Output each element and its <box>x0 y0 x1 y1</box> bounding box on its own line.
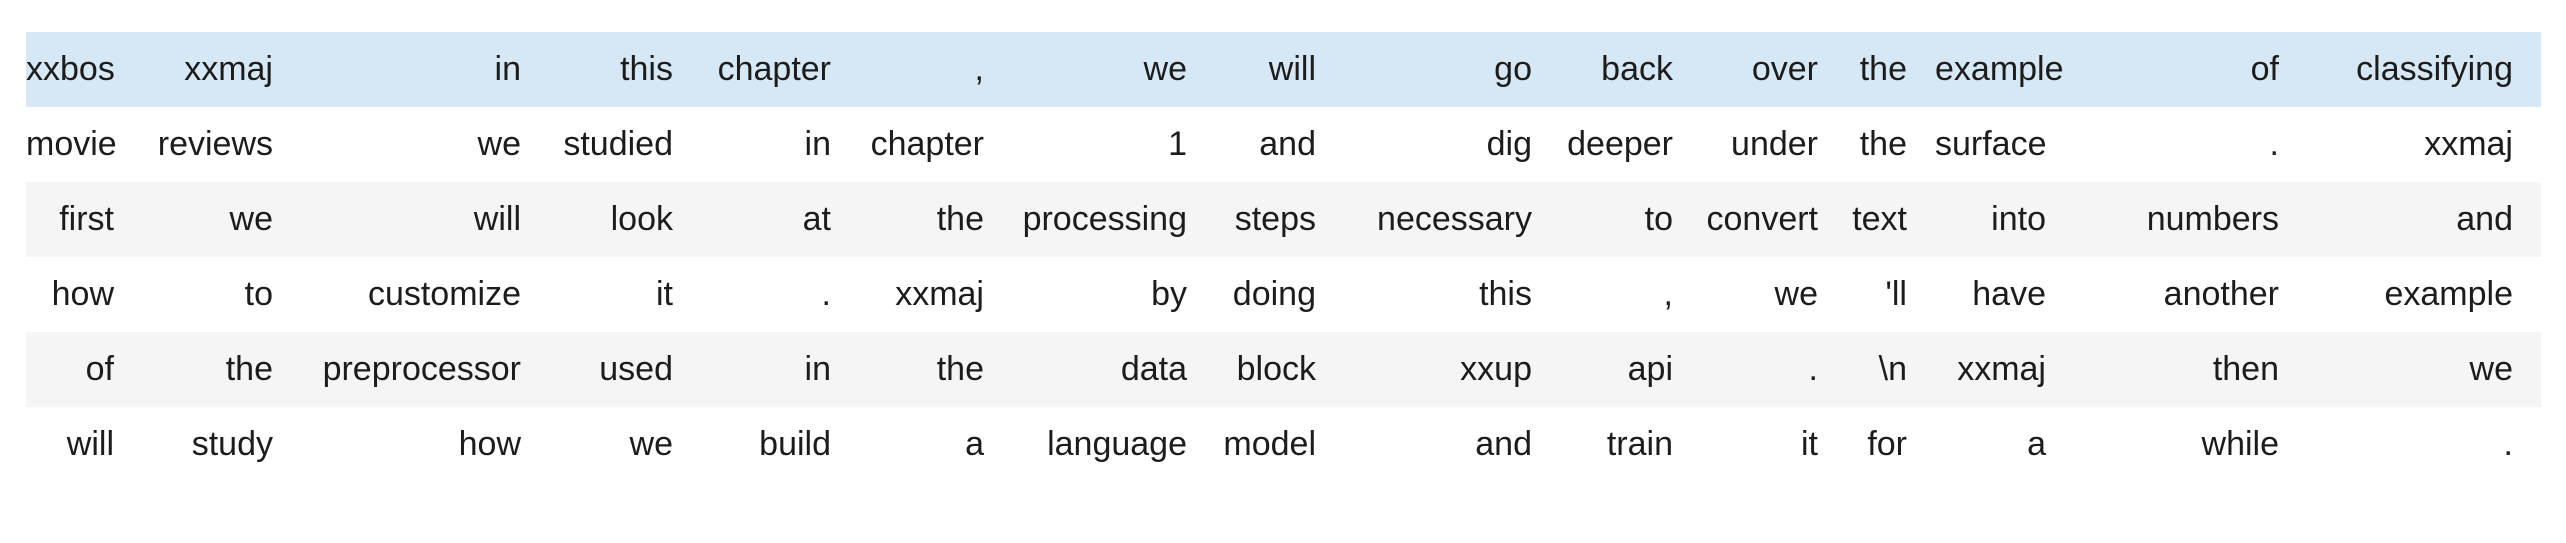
token-cell: we <box>477 125 521 163</box>
token-cell: xxmaj <box>1935 332 2074 407</box>
token-cell: language <box>1047 425 1187 463</box>
token-cell: block <box>1215 332 1344 407</box>
token-cell: data <box>1012 332 1215 407</box>
token-cell: will <box>66 425 114 463</box>
token-cell: chapter <box>701 32 859 107</box>
token-cell: 'll <box>1885 275 1907 313</box>
token-cell: . <box>821 275 831 313</box>
token-cell: will <box>1215 32 1344 107</box>
token-cell: in <box>301 32 549 107</box>
token-cell: example <box>1935 32 2074 107</box>
token-cell: , <box>859 32 1012 107</box>
token-cell: xxbos <box>26 32 142 107</box>
token-cell: the <box>142 332 301 407</box>
token-cell: api <box>1560 332 1701 407</box>
table-row: how to customize it. xxmaj by doing this, we 'll h… <box>26 257 2541 332</box>
token-cell: in <box>701 332 859 407</box>
token-cell: steps <box>1215 182 1344 257</box>
token-cell: used <box>549 332 701 407</box>
token-cell: look <box>549 182 701 257</box>
token-cell: convert <box>1701 182 1846 257</box>
token-cell: under <box>1731 125 1818 163</box>
token-cell: and <box>1475 425 1532 463</box>
token-cell: we <box>1774 275 1818 313</box>
token-cell: reviews <box>157 125 273 163</box>
token-cell: . <box>2269 125 2279 163</box>
token-cell: another <box>2163 275 2279 313</box>
token-cell: . <box>2503 425 2513 463</box>
token-cell: in <box>804 125 831 163</box>
token-cell: the <box>859 182 1012 257</box>
token-cell: 1 <box>1168 125 1187 163</box>
token-cell: numbers <box>2074 182 2307 257</box>
token-cell: how <box>51 275 114 313</box>
token-cell: at <box>701 182 859 257</box>
token-cell: processing <box>1012 182 1215 257</box>
table-row: will study how we build a language model and trai… <box>26 407 2541 482</box>
token-cell: deeper <box>1567 125 1673 163</box>
token-cell: classifying <box>2307 32 2541 107</box>
token-cell: of <box>2074 32 2307 107</box>
token-cell: xxup <box>1344 332 1560 407</box>
token-cell: xxmaj <box>2424 125 2513 163</box>
token-cell: go <box>1344 32 1560 107</box>
token-cell: this <box>1479 275 1532 313</box>
token-cell: preprocessor <box>301 332 549 407</box>
token-cell: for <box>1867 425 1907 463</box>
token-cell: xxmaj <box>142 32 301 107</box>
token-cell: while <box>2201 425 2279 463</box>
token-cell: and <box>1259 125 1316 163</box>
token-cell: over <box>1701 32 1846 107</box>
token-cell: necessary <box>1344 182 1560 257</box>
token-cell: we <box>2307 332 2541 407</box>
token-cell: study <box>191 425 273 463</box>
token-cell: xxmaj <box>895 275 984 313</box>
token-cell: \n <box>1846 332 1935 407</box>
token-cell: we <box>142 182 301 257</box>
token-cell: studied <box>563 125 673 163</box>
token-cell: first <box>26 182 142 257</box>
token-cell: text <box>1846 182 1935 257</box>
token-cell: we <box>629 425 673 463</box>
token-cell: will <box>301 182 549 257</box>
token-cell: the <box>1846 32 1935 107</box>
token-cell: to <box>244 275 273 313</box>
token-cell: the <box>1859 125 1907 163</box>
token-cell: doing <box>1232 275 1316 313</box>
token-cell: train <box>1606 425 1673 463</box>
token-cell: . <box>1701 332 1846 407</box>
token-cell: back <box>1560 32 1701 107</box>
token-cell: to <box>1560 182 1701 257</box>
token-cell: and <box>2307 182 2541 257</box>
token-cell: build <box>759 425 831 463</box>
token-cell: then <box>2074 332 2307 407</box>
token-cell: surface <box>1935 125 2047 163</box>
token-cell: , <box>1663 275 1673 313</box>
token-cell: have <box>1972 275 2046 313</box>
token-cell: the <box>859 332 1012 407</box>
token-cell: movie <box>26 125 117 163</box>
token-cell: model <box>1223 425 1316 463</box>
token-cell: how <box>458 425 521 463</box>
token-cell: this <box>549 32 701 107</box>
token-cell: a <box>2027 425 2046 463</box>
token-cell: of <box>26 332 142 407</box>
token-cell: we <box>1012 32 1215 107</box>
token-cell: into <box>1935 182 2074 257</box>
token-cell: customize <box>367 275 521 313</box>
token-cell: a <box>965 425 984 463</box>
token-cell: it <box>656 275 673 313</box>
token-cell: dig <box>1486 125 1532 163</box>
token-cell: example <box>2384 275 2513 313</box>
token-cell: by <box>1151 275 1187 313</box>
token-cell: chapter <box>870 125 984 163</box>
token-cell: it <box>1801 425 1818 463</box>
